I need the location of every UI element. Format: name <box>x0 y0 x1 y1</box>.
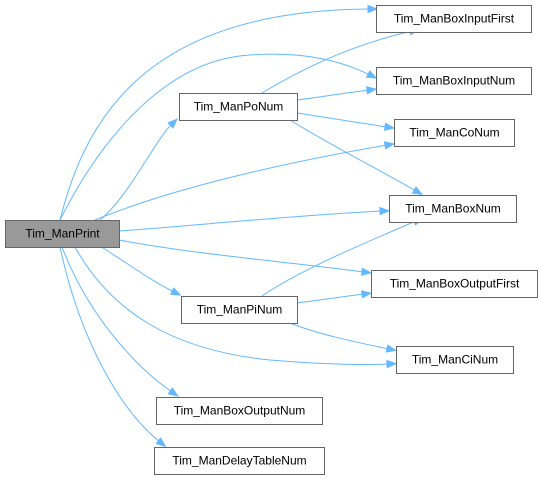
node-box[interactable] <box>371 270 538 298</box>
arrowhead-icon <box>360 267 373 276</box>
node-boxOutputFirst[interactable]: Tim_ManBoxOutputFirst <box>371 270 538 298</box>
node-box[interactable] <box>376 5 532 33</box>
node-box[interactable] <box>376 67 532 95</box>
edge-line <box>118 239 365 273</box>
node-label: Tim_ManCoNum <box>409 126 499 140</box>
edge-line <box>261 30 413 94</box>
arrowhead-icon <box>367 4 379 14</box>
edge-piNum-to-ciNum <box>289 322 398 353</box>
arrowhead-icon <box>379 206 391 216</box>
edge-print-to-boxInputFirst <box>59 4 379 221</box>
node-boxInputNum[interactable]: Tim_ManBoxInputNum <box>376 67 532 95</box>
edge-line <box>61 246 173 393</box>
edge-line <box>296 112 388 128</box>
edge-line <box>74 246 390 366</box>
edge-print-to-boxNum <box>118 206 391 232</box>
node-label: Tim_ManBoxInputNum <box>393 74 515 88</box>
edge-line <box>289 119 417 192</box>
edge-print-to-poNum <box>99 118 179 221</box>
edge-poNum-to-boxNum <box>289 119 424 196</box>
node-coNum[interactable]: Tim_ManCoNum <box>394 119 515 147</box>
node-label: Tim_ManPiNum <box>197 303 283 317</box>
edge-line <box>94 144 388 221</box>
arrowhead-icon <box>383 141 396 150</box>
edges-layer <box>59 4 424 448</box>
edge-print-to-boxOutputFirst <box>118 239 373 276</box>
edge-print-to-coNum <box>94 141 396 221</box>
node-ciNum[interactable]: Tim_ManCiNum <box>396 346 514 374</box>
node-box[interactable] <box>389 195 517 223</box>
edge-line <box>289 322 390 350</box>
edge-print-to-piNum <box>99 245 182 296</box>
arrowhead-icon <box>169 287 182 296</box>
node-box[interactable] <box>394 119 515 147</box>
node-label: Tim_ManBoxOutputFirst <box>390 277 520 291</box>
arrowhead-icon <box>167 387 179 397</box>
node-box[interactable] <box>156 397 323 425</box>
edge-line <box>99 123 173 221</box>
node-box[interactable] <box>154 447 325 475</box>
node-box[interactable] <box>5 220 120 248</box>
nodes-layer: Tim_ManPrintTim_ManPoNumTim_ManPiNumTim_… <box>5 5 538 475</box>
node-label: Tim_ManBoxInputFirst <box>394 12 515 26</box>
node-boxInputFirst[interactable]: Tim_ManBoxInputFirst <box>376 5 532 33</box>
edge-line <box>261 220 417 297</box>
edge-line <box>296 293 365 304</box>
edge-line <box>118 210 383 232</box>
node-label: Tim_ManBoxNum <box>405 202 501 216</box>
arrowhead-icon <box>365 86 378 95</box>
node-boxOutputNum[interactable]: Tim_ManBoxOutputNum <box>156 397 323 425</box>
node-piNum[interactable]: Tim_ManPiNum <box>181 296 298 324</box>
edge-line <box>59 8 371 221</box>
edge-print-to-boxInputNum <box>59 53 378 221</box>
arrowhead-icon <box>385 344 398 353</box>
arrowhead-icon <box>386 359 398 369</box>
edge-poNum-to-boxInputNum <box>296 86 378 101</box>
arrowhead-icon <box>360 290 373 299</box>
arrowhead-icon <box>411 186 424 196</box>
edge-print-to-delayTableNum <box>59 246 167 448</box>
arrowhead-icon <box>155 437 167 448</box>
edge-line <box>296 89 370 101</box>
node-delayTableNum[interactable]: Tim_ManDelayTableNum <box>154 447 325 475</box>
arrowhead-icon <box>365 70 378 79</box>
edge-piNum-to-boxOutputFirst <box>296 290 373 304</box>
edge-print-to-ciNum <box>74 246 398 369</box>
node-poNum[interactable]: Tim_ManPoNum <box>179 93 298 121</box>
edge-line <box>59 246 161 443</box>
node-label: Tim_ManPoNum <box>194 100 284 114</box>
edge-line <box>99 245 175 293</box>
arrowhead-icon <box>383 122 396 131</box>
node-boxNum[interactable]: Tim_ManBoxNum <box>389 195 517 223</box>
node-box[interactable] <box>396 346 514 374</box>
node-label: Tim_ManCiNum <box>412 353 498 367</box>
node-label: Tim_ManPrint <box>25 227 100 241</box>
node-label: Tim_ManBoxOutputNum <box>174 404 306 418</box>
arrowhead-icon <box>167 118 179 129</box>
node-box[interactable] <box>179 93 298 121</box>
edge-poNum-to-coNum <box>296 112 396 131</box>
node-print[interactable]: Tim_ManPrint <box>5 220 120 248</box>
edge-print-to-boxOutputNum <box>61 246 179 397</box>
edge-line <box>59 53 371 221</box>
node-box[interactable] <box>181 296 298 324</box>
node-label: Tim_ManDelayTableNum <box>172 454 306 468</box>
